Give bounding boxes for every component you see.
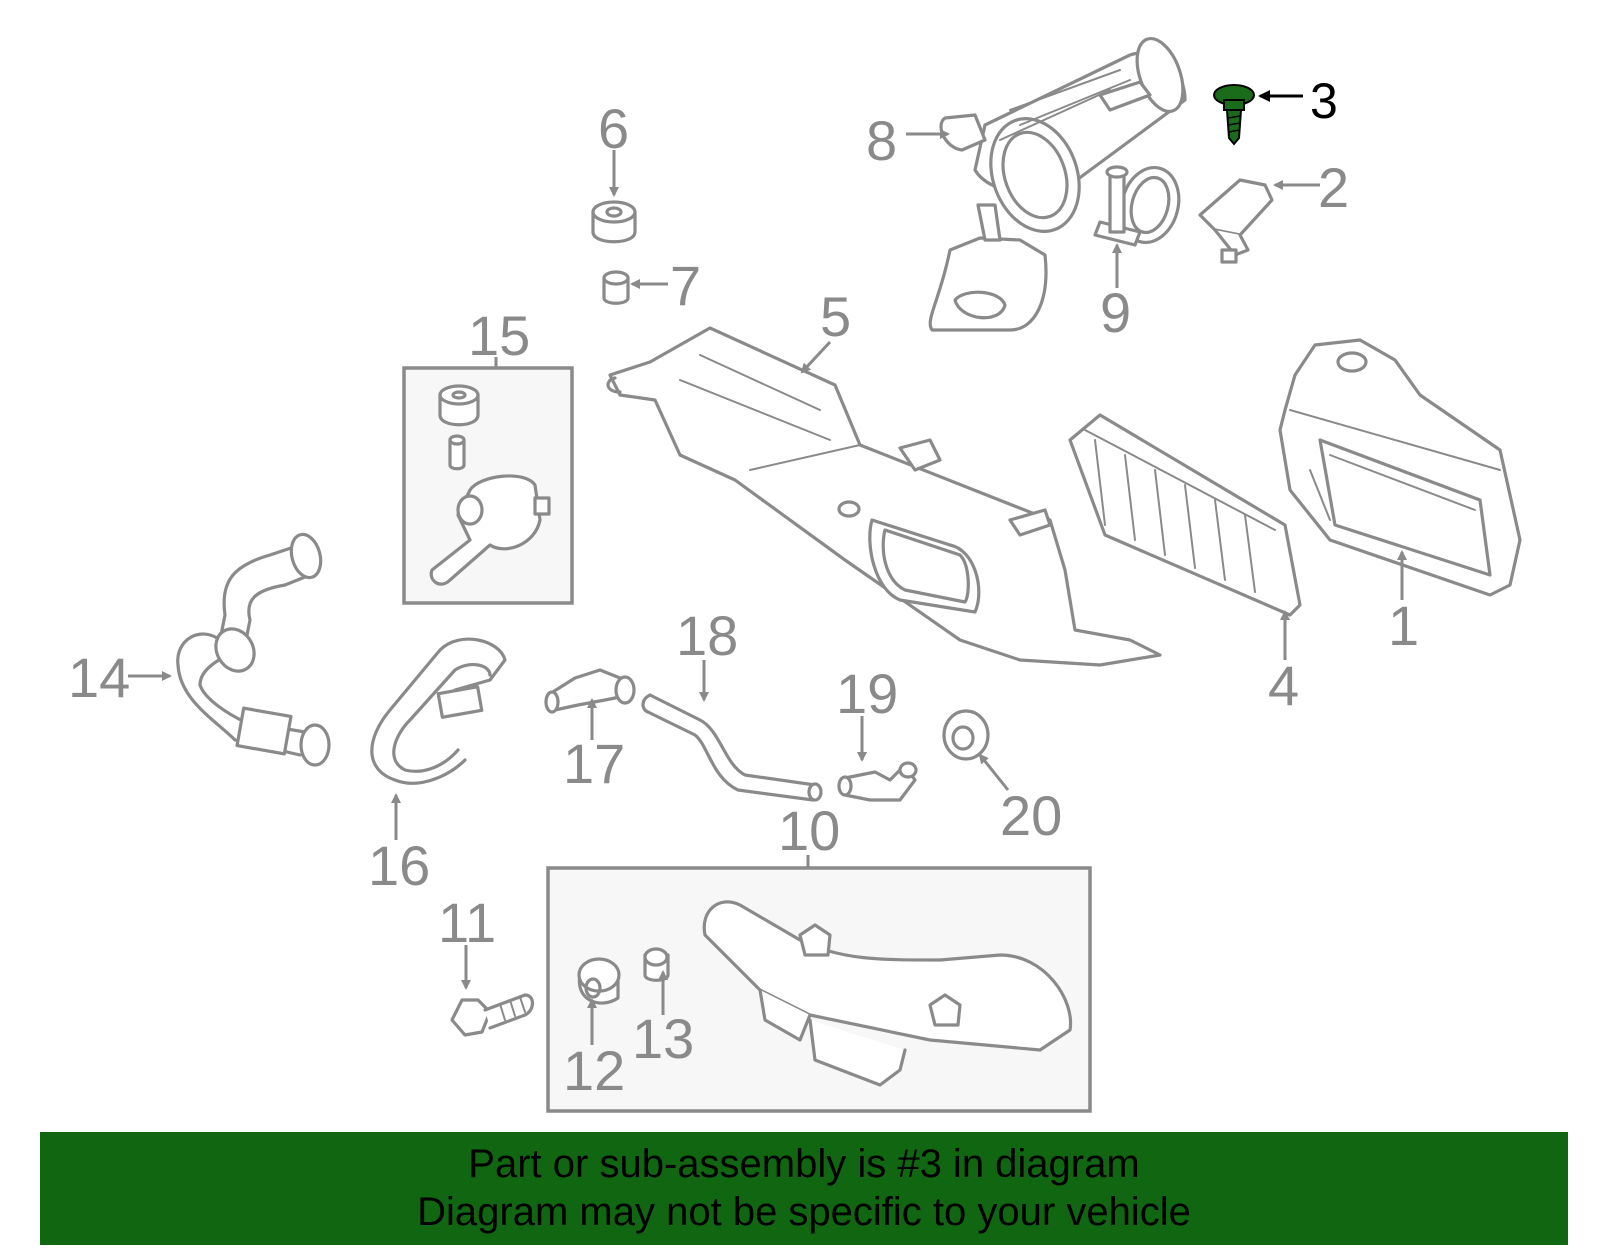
part-2-sensor xyxy=(1198,178,1274,264)
callout-11[interactable]: 11 xyxy=(438,891,496,954)
part-17-fitting xyxy=(544,668,636,714)
part-16-hose xyxy=(370,637,507,785)
callout-9[interactable]: 9 xyxy=(1100,281,1131,344)
callout-16[interactable]: 16 xyxy=(368,834,430,897)
part-12-grommet xyxy=(577,957,621,1005)
part-6-grommet xyxy=(591,200,637,244)
callout-labels: 3 2 8 9 6 7 5 15 1 4 14 18 19 17 20 16 1… xyxy=(68,73,1419,1102)
part-14-hose xyxy=(176,532,331,767)
part-4-air-filter xyxy=(1068,413,1302,617)
callout-6[interactable]: 6 xyxy=(598,97,629,160)
callout-13[interactable]: 13 xyxy=(632,1007,694,1070)
banner-line-1: Part or sub-assembly is #3 in diagram xyxy=(468,1142,1140,1186)
callout-10[interactable]: 10 xyxy=(778,799,840,862)
info-banner: Part or sub-assembly is #3 in diagram Di… xyxy=(40,1132,1568,1245)
leader-5 xyxy=(800,340,832,374)
callout-5[interactable]: 5 xyxy=(820,285,851,348)
part-18-hose xyxy=(641,693,823,802)
part-19-connector xyxy=(837,761,918,802)
part-7-bushing xyxy=(602,270,630,305)
part-13-bushing xyxy=(643,947,670,982)
callout-4[interactable]: 4 xyxy=(1268,654,1299,717)
part-20-grommet xyxy=(942,709,990,761)
callout-2[interactable]: 2 xyxy=(1318,156,1349,219)
part-8-intake-duct xyxy=(928,37,1187,332)
part-3-screw-highlighted xyxy=(1213,84,1255,146)
leader-lines xyxy=(128,90,1407,1045)
part-15-breather xyxy=(429,384,551,586)
callout-1[interactable]: 1 xyxy=(1388,594,1419,657)
part-9-clamp xyxy=(1093,165,1181,247)
callout-3[interactable]: 3 xyxy=(1310,73,1338,129)
callout-18[interactable]: 18 xyxy=(676,604,738,667)
callout-20[interactable]: 20 xyxy=(1000,784,1062,847)
callout-12[interactable]: 12 xyxy=(563,1039,625,1102)
part-11-bolt xyxy=(450,993,535,1037)
callout-14[interactable]: 14 xyxy=(68,646,130,709)
part-10-duct xyxy=(702,900,1073,1087)
callout-7[interactable]: 7 xyxy=(670,254,701,317)
callout-8[interactable]: 8 xyxy=(866,109,897,172)
part-1-airbox xyxy=(1278,338,1522,597)
callout-15[interactable]: 15 xyxy=(468,304,530,367)
callout-17[interactable]: 17 xyxy=(563,732,625,795)
part-5-air-duct xyxy=(606,326,1162,667)
banner-line-2: Diagram may not be specific to your vehi… xyxy=(417,1190,1191,1234)
leader-20 xyxy=(978,753,1010,791)
callout-19[interactable]: 19 xyxy=(836,662,898,725)
